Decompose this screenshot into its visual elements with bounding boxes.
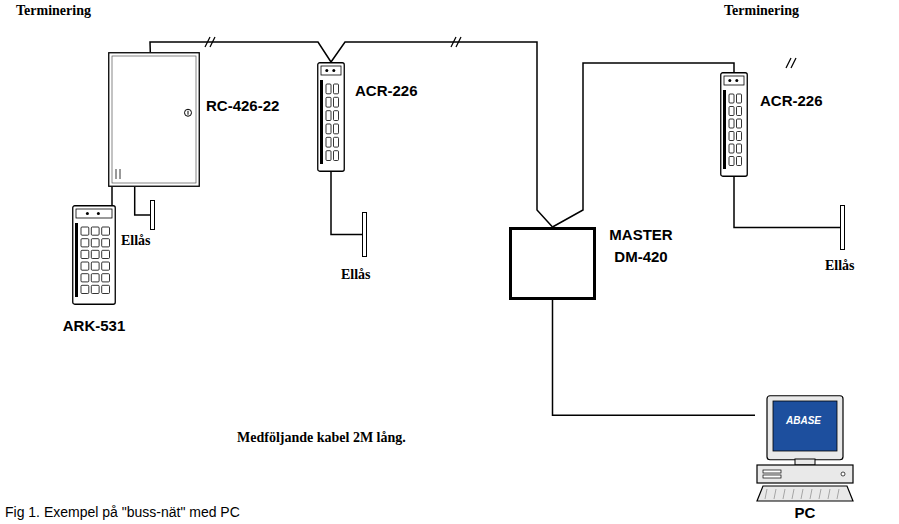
bus-cable [553,63,735,227]
bus-cable [331,42,553,227]
cable-break-mark [210,37,215,47]
controller-cabinet: RC-426-22 [108,52,200,187]
electric-lock: Ellås [362,212,367,257]
device-label: RC-426-22 [206,97,279,114]
card-reader-drawing [720,72,748,177]
device-label: ARK-531 [63,317,126,334]
card-reader-drawing [317,62,345,172]
electric-lock: Ellås [840,205,845,250]
figure-caption: Fig 1. Exempel på "buss-nät" med PC [5,504,240,520]
bus-cable [734,177,840,228]
controller-cabinet-drawing [108,52,200,187]
card-reader: ACR-226 [317,62,345,172]
termination-label: Terminering [724,3,799,19]
lock-label: Ellås [825,258,855,274]
bus-cable [135,187,150,215]
cable-break-mark [456,37,461,47]
pc-computer: ABASEPC [755,395,855,502]
keypad-reader-drawing [72,205,116,305]
cable-break-mark [786,58,791,68]
device-label: MASTER DM-420 [601,224,681,268]
device-label: ACR-226 [355,82,418,99]
cable-break-mark [451,37,456,47]
electric-lock: Ellås [150,200,155,230]
device-label: ACR-226 [760,92,823,109]
bus-cable [553,300,756,415]
master-unit: MASTER DM-420 [509,227,596,300]
termination-label: Terminering [16,3,91,19]
keypad-reader: ARK-531 [72,205,116,305]
screen-logo: ABASE [786,415,821,427]
cable-break-mark [205,37,210,47]
lock-label: Ellås [121,233,151,249]
card-reader: ACR-226 [720,72,748,177]
cable-break-mark [791,58,796,68]
device-label: PC [795,504,816,521]
bus-cable [331,172,362,235]
lock-label: Ellås [341,267,371,283]
cable-label: Medföljande kabel 2M lång. [235,430,408,446]
pc-computer-drawing [755,395,855,502]
bus-cable [111,187,113,205]
